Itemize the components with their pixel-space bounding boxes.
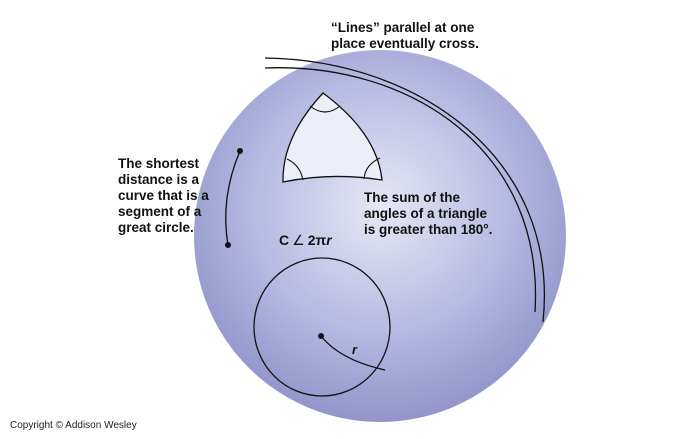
- parallel-label-line-1: “Lines” parallel at one: [331, 20, 475, 35]
- less-than-symbol: ∠: [292, 232, 305, 248]
- shortest-label-line-1: The shortest: [118, 156, 200, 171]
- triangle-angles-label: The sum of the angles of a triangle is g…: [364, 190, 492, 238]
- great-circle-segment: [225, 150, 241, 246]
- circumference-label: C∠2πr: [279, 232, 332, 248]
- segment-start-point: [237, 148, 243, 154]
- triangle-angle-left: [286, 158, 304, 181]
- radius-label: r: [352, 342, 358, 357]
- parallel-lines-label: “Lines” parallel at one place eventually…: [331, 20, 479, 52]
- triangle-angle-top: [309, 105, 341, 113]
- shortest-label-line-3: curve that is a: [118, 188, 209, 203]
- circumference-symbol: C: [279, 232, 290, 248]
- parallel-line-outer: [264, 57, 545, 323]
- small-circle: [253, 257, 391, 397]
- radius-variable: r: [326, 232, 332, 248]
- triangle-angle-right: [363, 157, 381, 180]
- parallel-label-line-2: place eventually cross.: [331, 36, 479, 51]
- circle-radius: [320, 335, 386, 371]
- shortest-label-line-4: segment of a: [118, 204, 202, 219]
- copyright-notice: Copyright © Addison Wesley: [10, 420, 137, 431]
- shortest-label-line-5: great circle.: [118, 220, 194, 235]
- two-pi: 2π: [307, 232, 327, 248]
- shortest-distance-label: The shortest distance is a curve that is…: [118, 156, 209, 236]
- triangle-label-line-1: The sum of the: [364, 190, 461, 205]
- sphere: [194, 50, 566, 422]
- spherical-triangle: [282, 92, 383, 183]
- parallel-line-inner: [264, 67, 537, 313]
- triangle-label-line-2: angles of a triangle: [364, 206, 488, 221]
- triangle-label-line-3: is greater than 180°.: [364, 222, 493, 237]
- shortest-label-line-2: distance is a: [118, 172, 200, 187]
- segment-end-point: [225, 242, 231, 248]
